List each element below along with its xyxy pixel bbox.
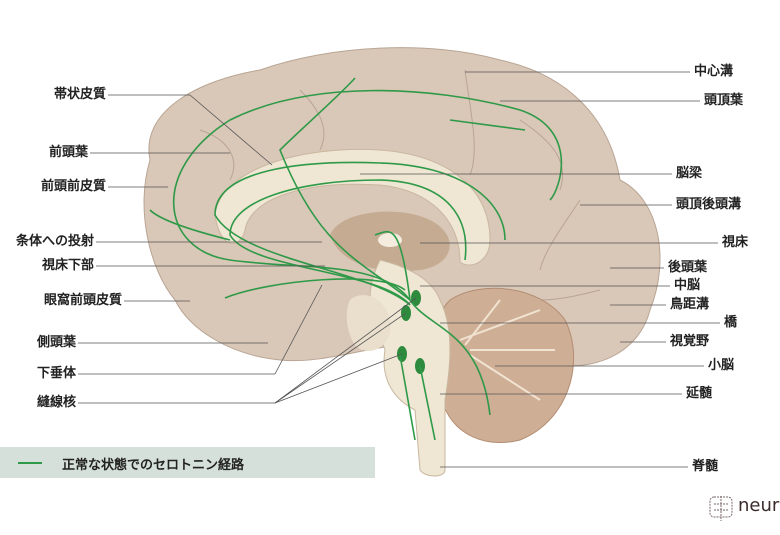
label-temporal-lobe: 側頭葉 [36,335,76,350]
label-occipital-lobe: 後頭葉 [668,260,708,275]
label-prefrontal-cortex: 前頭前皮質 [40,179,106,194]
label-frontal-lobe: 前頭葉 [48,145,88,160]
logo-text: neur [738,495,780,516]
label-pons: 橋 [724,315,738,330]
legend-line-swatch [18,462,42,464]
label-thalamus: 視床 [722,235,749,250]
legend-text: 正常な状態でのセロトニン経路 [62,458,245,473]
label-parieto-occipital-sulcus: 頭頂後頭溝 [676,197,742,212]
legend: 正常な状態でのセロトニン経路 [0,447,375,478]
label-spinal-cord: 脊髄 [692,459,719,474]
label-cingulate-cortex: 帯状皮質 [53,87,106,102]
label-visual-cortex: 視覚野 [670,334,710,349]
label-striatal-projection: 条体への投射 [15,234,94,249]
label-orbitofrontal-cortex: 眼窩前頭皮質 [43,293,122,308]
label-raphe-nuclei: 縫線核 [36,395,76,410]
label-corpus-callosum: 脳梁 [676,166,703,181]
label-parietal-lobe: 頭頂葉 [704,93,744,108]
temporal-pole [346,295,391,351]
label-hypothalamus: 視床下部 [41,258,94,273]
label-central-sulcus: 中心溝 [694,64,734,79]
label-pituitary: 下垂体 [36,366,76,381]
label-midbrain: 中脳 [674,278,701,293]
corpus-callosum [214,148,491,266]
cerebellum [435,287,575,444]
logo: neur [708,494,780,524]
brain-logo-icon [709,496,733,521]
label-medulla: 延髄 [686,386,713,401]
label-calcarine-sulcus: 鳥距溝 [670,297,710,312]
label-cerebellum: 小脳 [708,358,735,373]
